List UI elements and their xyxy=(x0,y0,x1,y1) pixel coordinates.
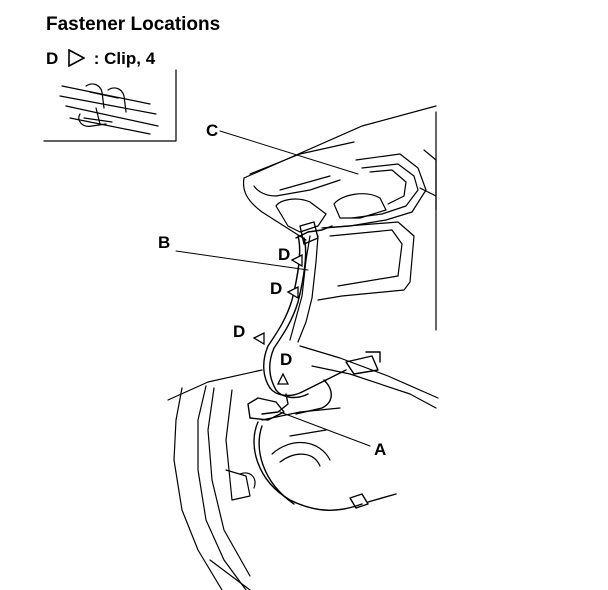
lid-inner-panel xyxy=(289,111,437,343)
clip-marker-d4 xyxy=(276,372,290,385)
trunk-lid xyxy=(242,105,437,241)
callout-d1: D xyxy=(278,245,291,264)
leader-lines xyxy=(175,130,371,447)
page-title: Fastener Locations xyxy=(46,14,221,35)
leader-c xyxy=(219,130,359,175)
clip-detail-inset xyxy=(43,69,177,142)
leader-b xyxy=(175,250,309,271)
triangle-outline-icon xyxy=(68,49,86,67)
callout-a: A xyxy=(374,440,387,459)
fastener-legend: D : Clip, 4 xyxy=(46,49,155,69)
clip-marker-d1 xyxy=(290,253,303,268)
callout-c: C xyxy=(206,121,219,140)
wire-harness xyxy=(247,221,397,511)
clip-marker-d3 xyxy=(252,331,265,346)
callout-d2: D xyxy=(270,279,283,298)
leader-a xyxy=(279,411,371,447)
callout-d4: D xyxy=(280,350,293,369)
legend-letter: D xyxy=(46,49,59,68)
callout-b: B xyxy=(158,233,171,252)
clip-marker-d2 xyxy=(286,285,299,300)
trunk-body xyxy=(167,345,439,590)
legend-text: : Clip, 4 xyxy=(93,49,156,68)
callout-d3: D xyxy=(233,322,246,341)
